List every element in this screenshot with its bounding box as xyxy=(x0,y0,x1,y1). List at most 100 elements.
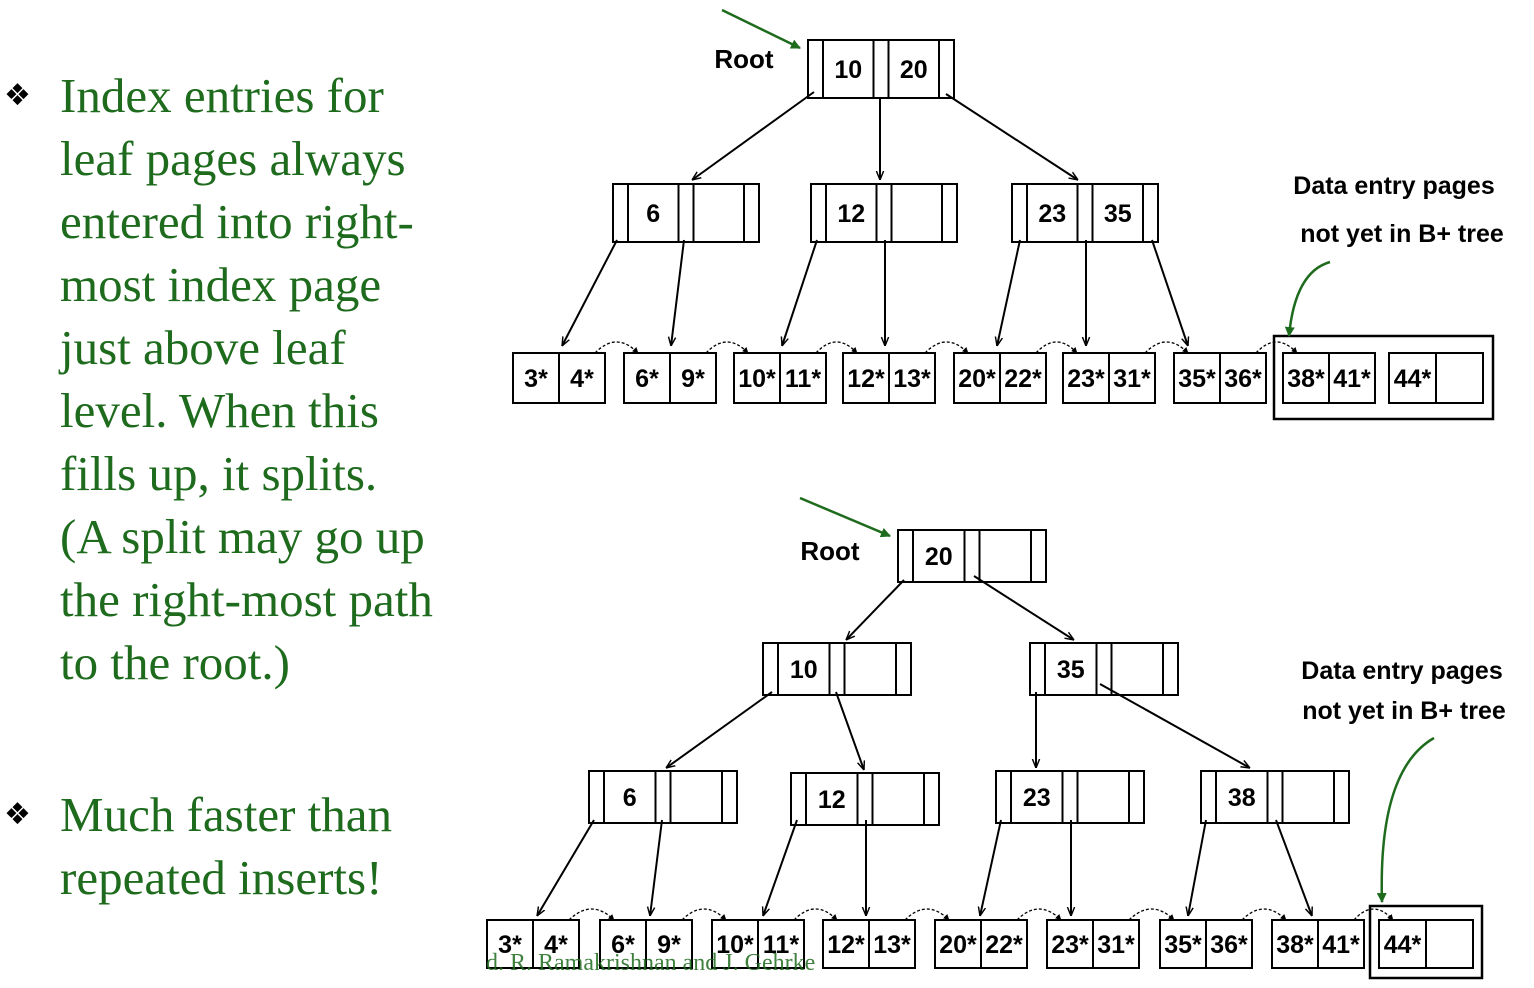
diamond-bullet-icon: ❖ xyxy=(4,797,31,832)
sibling-arrow xyxy=(924,341,969,354)
root-label: Root xyxy=(714,44,774,74)
leaf-entry: 36* xyxy=(1224,365,1262,393)
tree-edge xyxy=(692,91,815,180)
bullet-line: repeated inserts! xyxy=(60,850,383,905)
tree-edge xyxy=(666,691,773,768)
leaf-entry: 11* xyxy=(763,931,799,959)
bullet-line: level. When this xyxy=(60,383,379,438)
node-key: 35 xyxy=(1104,200,1132,228)
sibling-arrow xyxy=(1144,341,1189,354)
tree-edge xyxy=(562,239,618,346)
tree-edge xyxy=(973,575,1074,640)
bullet-line: entered into right- xyxy=(60,194,414,249)
leaf-entry: 36* xyxy=(1210,931,1248,959)
bottom-level2-node xyxy=(588,770,738,824)
top-index-node xyxy=(612,183,760,243)
top-note-arrow xyxy=(1284,260,1331,337)
tree-edge xyxy=(763,819,798,916)
tree-edge xyxy=(846,579,905,640)
node-key: 10 xyxy=(790,656,818,684)
leaf-entry: 4* xyxy=(544,931,568,959)
sibling-arrow xyxy=(1128,908,1175,921)
node-key: 6 xyxy=(646,200,660,228)
leaf-entry: 3* xyxy=(498,931,522,959)
bottom-level2-node xyxy=(790,772,940,826)
bottom-level1-node xyxy=(762,642,912,696)
top-pending-box xyxy=(1272,334,1495,421)
leaf-entry: 35* xyxy=(1164,931,1202,959)
leaf-entry: 41* xyxy=(1322,931,1360,959)
node-key: 12 xyxy=(837,200,865,228)
leaf-entry: 23* xyxy=(1067,365,1105,393)
sibling-arrow xyxy=(904,908,950,921)
bullet-line: the right-most path xyxy=(60,572,433,627)
bullet-line: just above leaf xyxy=(60,320,346,375)
sibling-arrow xyxy=(1241,908,1287,921)
leaf-entry: 23* xyxy=(1051,931,1089,959)
sibling-arrow xyxy=(1016,908,1062,921)
leaf-entry: 6* xyxy=(635,365,659,393)
leaf-entry: 13* xyxy=(873,931,911,959)
top-note-line: Data entry pages xyxy=(1293,172,1494,200)
top-note-line: not yet in B+ tree xyxy=(1300,220,1504,248)
leaf-entry: 9* xyxy=(657,931,681,959)
root-label: Root xyxy=(800,536,860,566)
bottom-note-arrow xyxy=(1376,736,1435,903)
tree-edge xyxy=(782,239,818,346)
sibling-arrow xyxy=(793,908,838,921)
bullet-text-2: Much faster than repeated inserts! xyxy=(60,783,392,909)
node-key: 6 xyxy=(623,784,637,812)
bottom-pending-box xyxy=(1368,904,1484,980)
bottom-level2-node xyxy=(1200,770,1350,824)
tree-edge xyxy=(1188,819,1207,916)
leaf-entry: 31* xyxy=(1113,365,1151,393)
node-key: 20 xyxy=(900,56,928,84)
leaf-entry: 11* xyxy=(785,365,821,393)
bullet-text-1: Index entries for leaf pages always ente… xyxy=(60,64,433,694)
leaf-entry: 6* xyxy=(611,931,635,959)
leaf-entry: 35* xyxy=(1178,365,1216,393)
leaf-entry: 41* xyxy=(1333,365,1371,393)
bullet-line: most index page xyxy=(60,257,382,312)
root-arrow xyxy=(721,8,801,50)
bullet-line: to the root.) xyxy=(60,635,290,690)
node-key: 10 xyxy=(834,56,862,84)
bottom-note-line: Data entry pages xyxy=(1301,657,1502,685)
leaf-entry: 22* xyxy=(1004,365,1042,393)
diamond-bullet-icon: ❖ xyxy=(4,78,31,113)
bullet-line: (A split may go up xyxy=(60,509,425,564)
leaf-entry: 38* xyxy=(1276,931,1314,959)
sibling-arrow xyxy=(1353,908,1394,921)
leaf-entry: 22* xyxy=(985,931,1023,959)
tree-edge xyxy=(980,819,1002,916)
sibling-arrow xyxy=(705,341,749,354)
bullet-line: fills up, it splits. xyxy=(60,446,378,501)
sibling-arrow xyxy=(1255,341,1298,354)
bullet-line: Much faster than xyxy=(60,787,392,842)
tree-edge xyxy=(945,93,1078,180)
node-key: 23 xyxy=(1023,784,1051,812)
leaf-entry: 20* xyxy=(958,365,996,393)
leaf-entry: 38* xyxy=(1287,365,1325,393)
root-arrow xyxy=(799,496,891,538)
leaf-entry: 31* xyxy=(1097,931,1135,959)
footer-credit: d. R. Ramakrishnan and J. Gehrke xyxy=(486,950,816,976)
leaf-entry: 44* xyxy=(1384,931,1422,959)
bottom-level2-node xyxy=(995,770,1145,824)
leaf-entry: 9* xyxy=(681,365,705,393)
bottom-note-line: not yet in B+ tree xyxy=(1302,697,1506,725)
top-index-node xyxy=(1011,183,1159,243)
leaf-entry: 10* xyxy=(738,365,776,393)
tree-edge xyxy=(650,819,663,916)
node-key: 23 xyxy=(1038,200,1066,228)
tree-edge xyxy=(1275,819,1313,916)
bottom-root-node xyxy=(897,529,1047,583)
tree-edge xyxy=(537,819,595,916)
leaf-entry: 12* xyxy=(847,365,885,393)
leaf-entry: 10* xyxy=(716,931,754,959)
node-key: 38 xyxy=(1228,784,1256,812)
leaf-entry: 13* xyxy=(893,365,931,393)
tree-edge xyxy=(835,691,864,770)
tree-edge xyxy=(997,239,1021,346)
